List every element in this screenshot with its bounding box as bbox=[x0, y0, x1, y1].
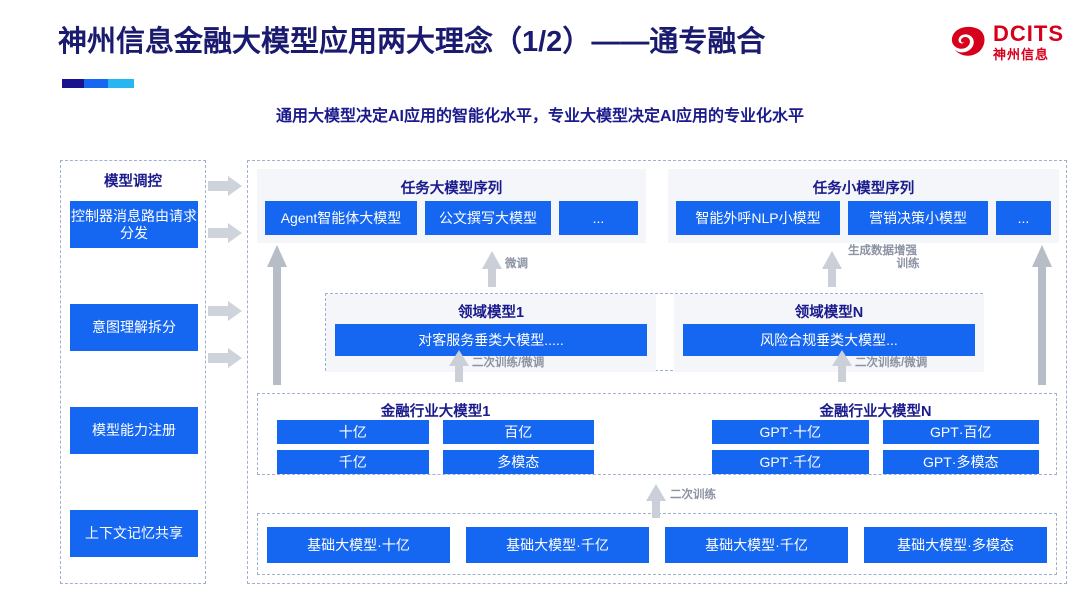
domain-model-n-item[interactable]: 风险合规垂类大模型... bbox=[683, 324, 975, 356]
industry-1-item-0[interactable]: 十亿 bbox=[277, 420, 429, 444]
industry-n-item-0[interactable]: GPT·十亿 bbox=[712, 420, 869, 444]
accent-segment-3 bbox=[108, 79, 134, 88]
dcits-swirl-icon bbox=[951, 26, 985, 56]
model-control-column: 模型调控 控制器消息路由请求分发 意图理解拆分 模型能力注册 上下文记忆共享 bbox=[60, 160, 206, 584]
domain-model-n-panel: 领域模型N 风险合规垂类大模型... bbox=[674, 294, 984, 372]
industry-model-row: 金融行业大模型1 十亿 百亿 千亿 多模态 金融行业大模型N GPT·十亿 GP… bbox=[257, 393, 1057, 475]
label-data-augmentation: 生成数据增强训练 bbox=[848, 245, 920, 271]
control-item-registry[interactable]: 模型能力注册 bbox=[70, 407, 198, 454]
flow-arrow-data-augmentation bbox=[822, 251, 842, 287]
industry-n-item-1[interactable]: GPT·百亿 bbox=[882, 420, 1039, 444]
control-item-router[interactable]: 控制器消息路由请求分发 bbox=[70, 201, 198, 248]
industry-model-1-panel: 金融行业大模型1 十亿 百亿 千亿 多模态 bbox=[263, 394, 608, 476]
domain-model-n-title: 领域模型N bbox=[794, 305, 864, 321]
base-model-row: 基础大模型·十亿 基础大模型·千亿 基础大模型·千亿 基础大模型·多模态 bbox=[257, 513, 1057, 575]
chip-more-small[interactable]: ... bbox=[996, 201, 1051, 235]
model-stack-stage: 任务大模型序列 Agent智能体大模型 公文撰写大模型 ... 任务小模型序列 … bbox=[247, 160, 1067, 584]
industry-1-item-1[interactable]: 百亿 bbox=[442, 420, 594, 444]
task-large-model-chips: Agent智能体大模型 公文撰写大模型 ... bbox=[265, 201, 638, 235]
chip-marketing-model[interactable]: 营销决策小模型 bbox=[848, 201, 988, 235]
label-retrain-finetune-right: 二次训练/微调 bbox=[855, 357, 928, 369]
logo-cn: 神州信息 bbox=[993, 47, 1050, 62]
domain-model-1-title: 领域模型1 bbox=[457, 305, 525, 321]
model-control-header: 模型调控 bbox=[104, 174, 162, 190]
flow-arrow-finetune bbox=[482, 251, 502, 287]
domain-model-row: 领域模型1 对客服务垂类大模型..... 领域模型N 风险合规垂类大模型... bbox=[325, 293, 984, 372]
accent-segment-1 bbox=[62, 79, 84, 88]
flow-arrow-up-far-left bbox=[267, 245, 287, 385]
industry-model-n-panel: 金融行业大模型N GPT·十亿 GPT·百亿 GPT·千亿 GPT·多模态 bbox=[698, 394, 1053, 476]
connector-arrow-right-2 bbox=[208, 223, 242, 243]
domain-model-1-item[interactable]: 对客服务垂类大模型..... bbox=[335, 324, 647, 356]
chip-more-large[interactable]: ... bbox=[559, 201, 638, 235]
task-small-model-panel: 任务小模型序列 智能外呼NLP小模型 营销决策小模型 ... bbox=[668, 169, 1059, 243]
brand-logo: DCITS 神州信息 bbox=[947, 22, 1064, 62]
accent-bar bbox=[62, 79, 134, 88]
industry-model-1-grid: 十亿 百亿 千亿 多模态 bbox=[277, 420, 594, 474]
task-large-model-panel: 任务大模型序列 Agent智能体大模型 公文撰写大模型 ... bbox=[257, 169, 646, 243]
flow-arrow-retrain bbox=[646, 484, 666, 518]
industry-1-item-2[interactable]: 千亿 bbox=[277, 450, 429, 474]
base-model-item-0[interactable]: 基础大模型·十亿 bbox=[267, 527, 450, 563]
connector-arrow-right-1 bbox=[208, 176, 242, 196]
label-retrain-finetune-left: 二次训练/微调 bbox=[472, 357, 545, 369]
base-model-item-1[interactable]: 基础大模型·千亿 bbox=[466, 527, 649, 563]
connector-arrow-right-3 bbox=[208, 301, 242, 321]
industry-n-item-3[interactable]: GPT·多模态 bbox=[882, 450, 1039, 474]
control-item-intent[interactable]: 意图理解拆分 bbox=[70, 304, 198, 351]
base-model-item-2[interactable]: 基础大模型·千亿 bbox=[665, 527, 848, 563]
chip-agent-model[interactable]: Agent智能体大模型 bbox=[265, 201, 417, 235]
chip-outbound-nlp-model[interactable]: 智能外呼NLP小模型 bbox=[676, 201, 840, 235]
domain-model-1-panel: 领域模型1 对客服务垂类大模型..... bbox=[326, 294, 656, 372]
task-model-row: 任务大模型序列 Agent智能体大模型 公文撰写大模型 ... 任务小模型序列 … bbox=[257, 169, 1059, 243]
chip-document-model[interactable]: 公文撰写大模型 bbox=[425, 201, 551, 235]
task-small-model-chips: 智能外呼NLP小模型 营销决策小模型 ... bbox=[676, 201, 1051, 235]
label-retrain: 二次训练 bbox=[670, 489, 716, 501]
logo-en: DCITS bbox=[993, 21, 1064, 46]
industry-model-n-title: 金融行业大模型N bbox=[819, 404, 932, 420]
accent-segment-2 bbox=[84, 79, 108, 88]
industry-n-item-2[interactable]: GPT·千亿 bbox=[712, 450, 869, 474]
base-model-list: 基础大模型·十亿 基础大模型·千亿 基础大模型·千亿 基础大模型·多模态 bbox=[267, 527, 1047, 563]
task-small-model-title: 任务小模型序列 bbox=[812, 181, 915, 197]
connector-arrow-right-4 bbox=[208, 348, 242, 368]
industry-1-item-3[interactable]: 多模态 bbox=[442, 450, 594, 474]
page-title: 神州信息金融大模型应用两大理念（1/2）——通专融合 bbox=[58, 26, 766, 58]
industry-model-1-title: 金融行业大模型1 bbox=[380, 404, 491, 420]
base-model-item-3[interactable]: 基础大模型·多模态 bbox=[864, 527, 1047, 563]
label-finetune: 微调 bbox=[505, 258, 528, 270]
page-subtitle: 通用大模型决定AI应用的智能化水平，专业大模型决定AI应用的专业化水平 bbox=[275, 108, 804, 125]
industry-model-n-grid: GPT·十亿 GPT·百亿 GPT·千亿 GPT·多模态 bbox=[712, 420, 1039, 474]
task-large-model-title: 任务大模型序列 bbox=[400, 181, 503, 197]
logo-text: DCITS 神州信息 bbox=[993, 21, 1064, 62]
control-item-context[interactable]: 上下文记忆共享 bbox=[70, 510, 198, 557]
flow-arrow-retrain-finetune-right bbox=[832, 350, 852, 382]
flow-arrow-retrain-finetune-left bbox=[449, 350, 469, 382]
flow-arrow-up-far-right bbox=[1032, 245, 1052, 385]
